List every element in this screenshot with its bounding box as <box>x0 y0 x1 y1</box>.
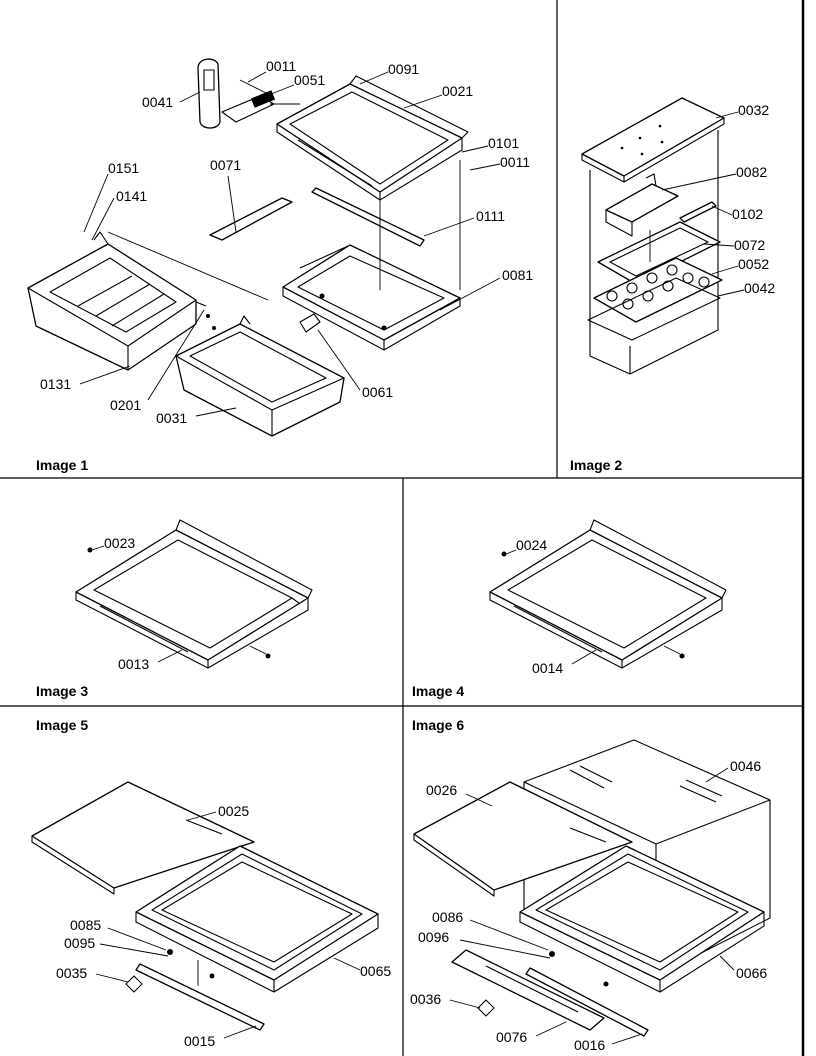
image-3-panel: 0023 0013 Image 3 <box>36 519 313 699</box>
label-0051: 0051 <box>294 72 325 88</box>
caption-image-5: Image 5 <box>36 717 88 733</box>
image-1-panel: 0011 0051 0091 0041 0021 0101 0011 0071 … <box>27 58 533 473</box>
label-0052: 0052 <box>738 256 769 272</box>
label-0013: 0013 <box>118 656 149 672</box>
label-0036: 0036 <box>410 991 441 1007</box>
left-crisper-drawer-drawing <box>27 231 207 371</box>
label-0014: 0014 <box>532 660 563 676</box>
label-0095: 0095 <box>64 935 95 951</box>
label-0102: 0102 <box>732 206 763 222</box>
label-0042: 0042 <box>744 280 775 296</box>
label-0026: 0026 <box>426 782 457 798</box>
label-0072: 0072 <box>734 237 765 253</box>
image-2-panel: 0032 0082 0102 0072 0052 0042 Image 2 <box>570 97 775 473</box>
label-0016: 0016 <box>574 1037 605 1053</box>
label-0025: 0025 <box>218 803 249 819</box>
label-0066: 0066 <box>736 965 767 981</box>
caption-image-2: Image 2 <box>570 457 622 473</box>
label-0201: 0201 <box>110 397 141 413</box>
glass-panel-0071-drawing <box>209 197 293 241</box>
caption-image-1: Image 1 <box>36 457 88 473</box>
label-0024: 0024 <box>516 537 547 553</box>
label-0031: 0031 <box>156 410 187 426</box>
label-0021: 0021 <box>442 83 473 99</box>
label-0041: 0041 <box>142 94 173 110</box>
label-0131: 0131 <box>40 376 71 392</box>
caption-image-3: Image 3 <box>36 683 88 699</box>
label-0076: 0076 <box>496 1029 527 1045</box>
label-0086: 0086 <box>432 909 463 925</box>
label-0035: 0035 <box>56 965 87 981</box>
light-housing-drawing <box>197 58 276 129</box>
label-0046: 0046 <box>730 758 761 774</box>
caption-image-4: Image 4 <box>412 683 464 699</box>
label-0141: 0141 <box>116 188 147 204</box>
trim-strip-0111-drawing <box>311 187 425 247</box>
image-5-panel: 0025 0085 0095 0065 0035 0015 Image 5 <box>31 717 391 1049</box>
label-0101: 0101 <box>488 135 519 151</box>
label-0111: 0111 <box>476 208 505 224</box>
label-0032: 0032 <box>738 102 769 118</box>
label-0023: 0023 <box>104 535 135 551</box>
label-0081: 0081 <box>502 267 533 283</box>
crisper-cover-frame-drawing <box>282 244 461 351</box>
caption-image-6: Image 6 <box>412 717 464 733</box>
label-0011b: 0011 <box>500 154 530 170</box>
label-0085: 0085 <box>70 917 101 933</box>
label-0011: 0011 <box>266 58 296 74</box>
image-4-panel: 0024 0014 Image 4 <box>412 519 727 699</box>
label-0071: 0071 <box>210 157 241 173</box>
assembly-guide-lines <box>107 79 461 301</box>
label-0151: 0151 <box>108 160 139 176</box>
image-6-panel: 0046 0026 0086 0096 0066 0036 0076 0016 … <box>410 717 771 1053</box>
label-0096: 0096 <box>418 929 449 945</box>
label-0061: 0061 <box>362 384 393 400</box>
label-0065: 0065 <box>360 963 391 979</box>
label-0091: 0091 <box>388 61 419 77</box>
label-0082: 0082 <box>736 164 767 180</box>
label-0015: 0015 <box>184 1033 215 1049</box>
upper-shelf-drawing <box>276 75 469 201</box>
right-crisper-drawer-drawing <box>175 314 345 437</box>
